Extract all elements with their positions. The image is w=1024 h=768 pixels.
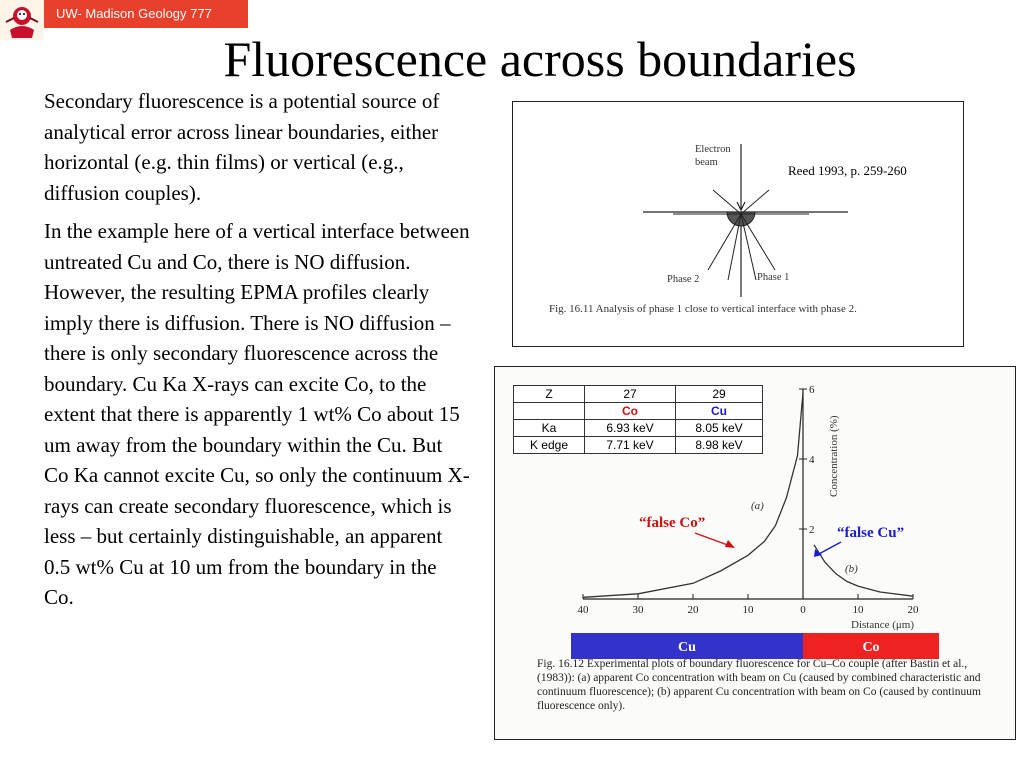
body-text: Secondary fluorescence is a potential so…	[44, 86, 470, 621]
paragraph-1: Secondary fluorescence is a potential so…	[44, 89, 440, 205]
y-tick-label: 4	[809, 454, 815, 466]
paragraph-2: In the example here of a vertical interf…	[44, 219, 470, 609]
x-tick-label: 20	[908, 604, 920, 616]
false-co-annotation: “false Co”	[639, 515, 705, 531]
false-co-arrow-icon	[725, 540, 735, 548]
y-tick-label: 2	[809, 524, 815, 536]
properties-table: Z 27 29 Co Cu Ka 6.93 keV 8.05 keV K edg…	[513, 385, 763, 454]
reference-label: Reed 1993, p. 259-260	[788, 163, 907, 178]
figure-16-11-caption: Fig. 16.11 Analysis of phase 1 close to …	[549, 303, 857, 315]
table-cell: 7.71 keV	[584, 436, 676, 454]
table-cell: Z	[513, 385, 585, 403]
figure-16-11: Reed 1993, p. 259-260 Electron beam Phas…	[512, 101, 964, 347]
false-cu-annotation: “false Cu”	[837, 525, 904, 541]
x-tick-label: 30	[633, 604, 645, 616]
phase-2-label: Phase 2	[667, 274, 699, 285]
table-row: Ka 6.93 keV 8.05 keV	[513, 419, 763, 437]
table-cell: 6.93 keV	[584, 419, 676, 437]
x-tick-label: 10	[853, 604, 865, 616]
electron-beam-label-1: Electron	[695, 144, 731, 155]
figure-16-11-diagram: Reed 1993, p. 259-260 Electron beam Phas…	[549, 144, 907, 315]
table-cell: 29	[675, 385, 763, 403]
badger-mascot-icon	[0, 0, 44, 40]
table-row: Z 27 29	[513, 385, 763, 403]
interaction-volume	[726, 211, 756, 227]
cu-region-label: Cu	[678, 640, 696, 655]
curve-a-label: (a)	[751, 500, 764, 512]
x-tick-label: 20	[688, 604, 700, 616]
course-badge: UW- Madison Geology 777	[44, 0, 248, 28]
beam-arrow-icon	[736, 201, 746, 212]
false-cu-arrow	[816, 541, 842, 556]
table-cell: K edge	[513, 436, 585, 454]
table-row: K edge 7.71 keV 8.98 keV	[513, 436, 763, 454]
figure-16-12: Z 27 29 Co Cu Ka 6.93 keV 8.05 keV K edg…	[494, 366, 1016, 740]
cu-region-bar: Cu	[571, 633, 803, 659]
false-cu-arrow-icon	[814, 549, 822, 557]
x-axis-label: Distance (μm)	[851, 619, 914, 631]
page-title: Fluorescence across boundaries	[223, 31, 857, 87]
curve-b-line	[813, 544, 914, 597]
y-tick-label: 6	[809, 384, 815, 396]
curve-b-label: (b)	[845, 563, 858, 575]
figure-16-12-caption: Fig. 16.12 Experimental plots of boundar…	[537, 658, 981, 712]
table-cell: 8.98 keV	[675, 436, 763, 454]
table-cell: 8.05 keV	[675, 419, 763, 437]
false-co-arrow	[694, 532, 734, 548]
table-cell	[513, 402, 585, 420]
table-cell: Ka	[513, 419, 585, 437]
table-cell-co: Co	[584, 402, 676, 420]
co-region-label: Co	[862, 640, 880, 655]
x-tick-label: 0	[800, 604, 806, 616]
co-region-bar: Co	[803, 633, 939, 659]
table-row: Co Cu	[513, 402, 763, 420]
y-axis-label: Concentration (%)	[828, 415, 840, 497]
x-tick-label: 10	[743, 604, 755, 616]
x-tick-label: 40	[578, 604, 590, 616]
phase-1-label: Phase 1	[757, 272, 789, 283]
electron-beam-label-2: beam	[695, 157, 718, 168]
table-cell-cu: Cu	[675, 402, 763, 420]
table-cell: 27	[584, 385, 676, 403]
